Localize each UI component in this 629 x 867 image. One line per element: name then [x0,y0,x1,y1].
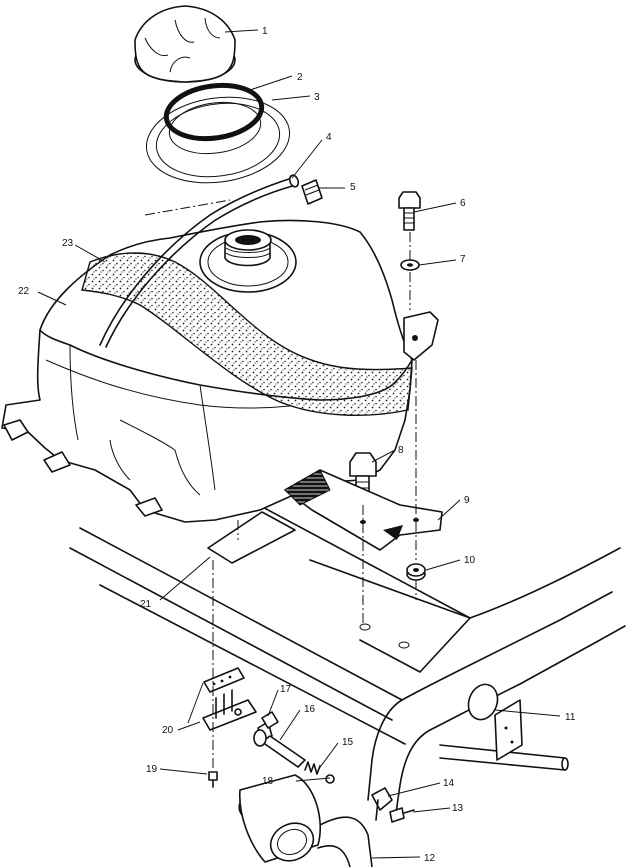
callout-3: 3 [314,92,320,103]
washer-7 [400,259,420,271]
callout-19: 19 [146,764,158,775]
fuel-tank [1,219,439,523]
leader-lines [37,29,561,859]
spring-15 [304,761,321,775]
callout-9: 9 [464,495,470,506]
callout-labels: 1 2 3 4 5 6 7 8 9 10 11 12 13 14 15 16 1… [18,26,576,864]
nut-10 [406,563,426,581]
centerlines [144,199,417,770]
callout-20: 20 [162,725,174,736]
callout-12: 12 [424,853,436,864]
callout-4: 4 [326,132,332,143]
frame [69,502,626,867]
callout-2: 2 [297,72,303,83]
callout-11: 11 [565,712,576,723]
callout-22: 22 [18,286,30,297]
vent-fitting [301,179,323,205]
petcock-16 [253,721,306,768]
callout-17: 17 [280,684,292,695]
hose-and-elbow [238,774,322,863]
callout-6: 6 [460,198,466,209]
callout-10: 10 [464,555,476,566]
screw-13 [389,807,415,823]
callout-16: 16 [304,704,316,715]
filler-seal [145,96,291,184]
screw-19 [208,771,218,788]
callout-1: 1 [262,26,268,37]
callout-15: 15 [342,737,354,748]
callout-8: 8 [398,445,404,456]
callout-14: 14 [443,778,455,789]
pad-21 [207,511,296,564]
callout-13: 13 [452,803,464,814]
callout-18: 18 [262,776,274,787]
vent-hose [99,174,300,348]
fuel-cap [134,5,236,83]
callout-7: 7 [460,254,466,265]
washer-18 [325,774,335,784]
clamp-14 [371,787,393,821]
clip-assembly-20 [202,667,257,731]
callout-21: 21 [140,599,152,610]
cap-gasket [163,82,265,142]
callout-23: 23 [62,238,74,249]
callout-5: 5 [350,182,356,193]
bolt-6 [398,191,421,231]
